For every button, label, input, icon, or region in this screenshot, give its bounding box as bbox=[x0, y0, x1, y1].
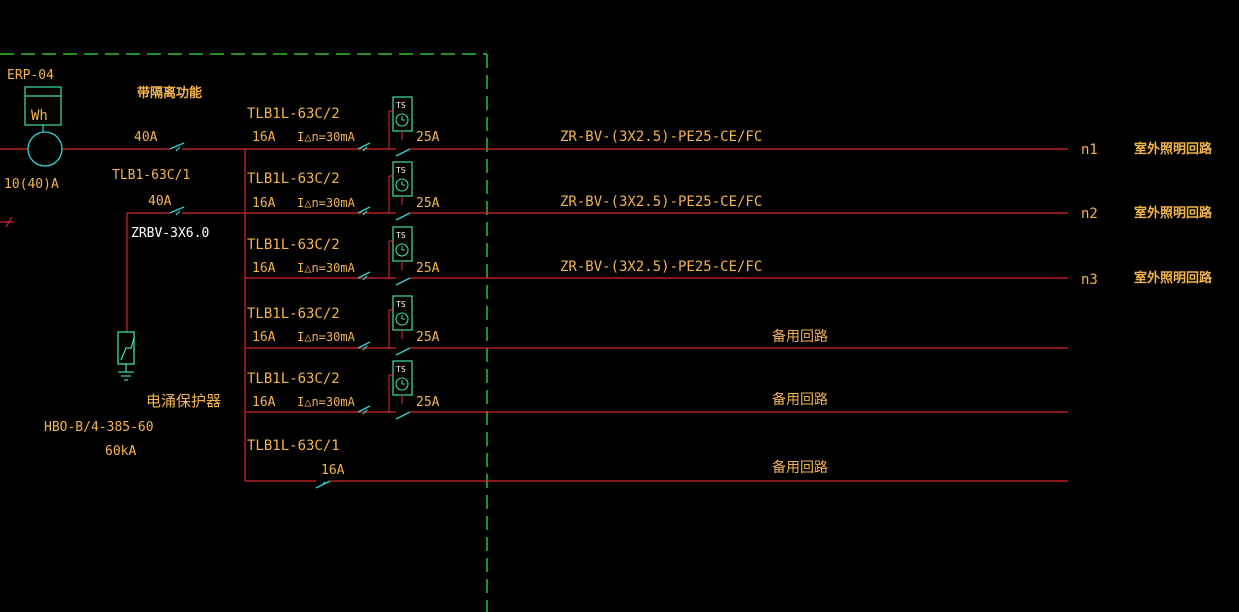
spd-device-name: 电涌保护器 bbox=[146, 392, 221, 410]
time-switch-tag: TS bbox=[396, 231, 406, 240]
circuit-leakage-rating: I△n=30mA bbox=[297, 330, 356, 344]
time-switch-icon: TS bbox=[388, 295, 413, 356]
circuit-breaker-switch-icon bbox=[357, 341, 371, 351]
circuit-row: TLB1L-63C/2 16A I△n=30mA TS 25A 备用回路 bbox=[245, 360, 1068, 420]
circuit-leakage-rating: I△n=30mA bbox=[297, 261, 356, 275]
circuit-cable: ZR-BV-(3X2.5)-PE25-CE/FC bbox=[560, 259, 762, 275]
contactor-rating: 25A bbox=[416, 261, 440, 276]
circuit-breaker-model: TLB1L-63C/2 bbox=[247, 106, 340, 122]
meter-symbol: Wh bbox=[31, 108, 48, 124]
contactor-rating: 25A bbox=[416, 330, 440, 345]
time-switch-icon: TS bbox=[388, 226, 413, 286]
current-transformer-icon bbox=[27, 131, 63, 167]
circuit-leakage-rating: I△n=30mA bbox=[297, 196, 356, 210]
circuit-breaker-switch-icon bbox=[315, 480, 331, 489]
spd-breaker-rating: 40A bbox=[148, 194, 172, 209]
time-switch-tag: TS bbox=[396, 166, 406, 175]
circuit-breaker-model: TLB1L-63C/2 bbox=[247, 237, 340, 253]
surge-protector-icon bbox=[117, 331, 135, 381]
circuit-description: 室外照明回路 bbox=[1134, 205, 1213, 221]
circuit-breaker-model: TLB1L-63C/2 bbox=[247, 171, 340, 187]
circuit-breaker-switch-icon bbox=[357, 271, 371, 281]
main-incoming-line bbox=[0, 148, 245, 228]
circuit-breaker-rating: 16A bbox=[252, 330, 276, 345]
circuit-row: TLB1L-63C/1 16A 备用回路 bbox=[245, 438, 1068, 489]
circuit-breaker-switch-icon bbox=[357, 142, 371, 152]
spd-branch-line bbox=[126, 212, 245, 332]
contactor-rating: 25A bbox=[416, 395, 440, 410]
spd-device-model: HBO-B/4-385-60 bbox=[44, 420, 154, 435]
meter-rating: 10(40)A bbox=[4, 177, 59, 192]
time-switch-tag: TS bbox=[396, 300, 406, 309]
circuit-breaker-model: TLB1L-63C/2 bbox=[247, 371, 340, 387]
circuit-cable: ZR-BV-(3X2.5)-PE25-CE/FC bbox=[560, 129, 762, 145]
circuit-id: n1 bbox=[1081, 142, 1098, 158]
contactor-rating: 25A bbox=[416, 130, 440, 145]
panel-boundary bbox=[0, 53, 488, 612]
circuit-leakage-rating: I△n=30mA bbox=[297, 395, 356, 409]
main-breaker-rating: 40A bbox=[134, 130, 158, 145]
time-switch-icon: TS bbox=[388, 96, 413, 157]
circuit-breaker-rating: 16A bbox=[252, 261, 276, 276]
contactor-rating: 25A bbox=[416, 196, 440, 211]
circuit-leakage-rating: I△n=30mA bbox=[297, 130, 356, 144]
time-switch-tag: TS bbox=[396, 101, 406, 110]
spd-breaker-switch-icon bbox=[169, 206, 185, 216]
circuit-description: 备用回路 bbox=[772, 459, 828, 476]
circuit-breaker-rating: 16A bbox=[252, 395, 276, 410]
meter-id: ERP-04 bbox=[7, 68, 54, 83]
spd-device-capacity: 60kA bbox=[105, 444, 136, 459]
circuit-description: 室外照明回路 bbox=[1134, 270, 1213, 286]
circuit-breaker-switch-icon bbox=[357, 405, 371, 415]
time-switch-icon: TS bbox=[388, 360, 413, 420]
main-breaker-switch-icon bbox=[169, 142, 185, 152]
circuit-description: 室外照明回路 bbox=[1134, 141, 1213, 157]
main-breaker-model: TLB1-63C/1 bbox=[112, 168, 190, 183]
circuit-breaker-model: TLB1L-63C/2 bbox=[247, 306, 340, 322]
circuit-description: 备用回路 bbox=[772, 391, 828, 408]
isolation-note: 带隔离功能 bbox=[137, 85, 202, 101]
circuit-row: TLB1L-63C/2 16A I△n=30mA TS 25A ZR-BV-(3… bbox=[245, 161, 1213, 222]
time-switch-tag: TS bbox=[396, 365, 406, 374]
circuit-breaker-rating: 16A bbox=[252, 130, 276, 145]
circuit-row: TLB1L-63C/2 16A I△n=30mA TS 25A 备用回路 bbox=[245, 295, 1068, 356]
circuit-row: TLB1L-63C/2 16A I△n=30mA TS 25A ZR-BV-(3… bbox=[245, 226, 1213, 288]
energy-meter: ERP-04 Wh 10(40)A bbox=[4, 68, 63, 192]
circuit-breaker-rating: 16A bbox=[321, 463, 345, 478]
time-switch-icon: TS bbox=[388, 161, 413, 221]
circuit-breaker-rating: 16A bbox=[252, 196, 276, 211]
circuit-id: n3 bbox=[1081, 272, 1098, 288]
spd-cable: ZRBV-3X6.0 bbox=[131, 226, 209, 241]
circuit-cable: ZR-BV-(3X2.5)-PE25-CE/FC bbox=[560, 194, 762, 210]
circuit-breaker-model: TLB1L-63C/1 bbox=[247, 438, 340, 454]
circuit-breaker-switch-icon bbox=[357, 206, 371, 216]
circuit-id: n2 bbox=[1081, 206, 1098, 222]
circuit-description: 备用回路 bbox=[772, 328, 828, 345]
circuit-row: TLB1L-63C/2 16A I△n=30mA TS 25A ZR-BV-(3… bbox=[245, 96, 1213, 158]
